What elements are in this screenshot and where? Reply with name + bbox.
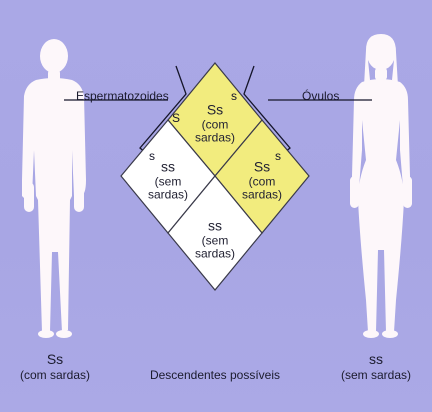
cell-top-line1: (com <box>195 118 235 131</box>
cell-top-text: Ss (com sardas) <box>195 103 235 146</box>
egg-allele-1: s <box>231 89 237 103</box>
father-phenotype: (com sardas) <box>0 369 110 382</box>
sperm-allele-1: S <box>172 111 180 125</box>
father-genotype: Ss <box>0 352 110 367</box>
cell-left-line2: sardas) <box>148 189 188 202</box>
sperm-label: Espermatozoides <box>76 90 169 103</box>
male-silhouette <box>22 39 86 338</box>
cell-top-line2: sardas) <box>195 132 235 145</box>
cell-right-line2: sardas) <box>242 189 282 202</box>
cell-top-genotype: Ss <box>195 103 235 119</box>
mother-phenotype: (sem sardas) <box>320 369 432 382</box>
female-silhouette <box>350 34 412 338</box>
offspring-label: Descendentes possíveis <box>130 369 300 382</box>
cell-right-genotype: Ss <box>242 160 282 176</box>
mother-genotype: ss <box>320 352 432 367</box>
cell-left-line1: (sem <box>148 175 188 188</box>
cell-bottom-line1: (sem <box>195 234 235 247</box>
cell-right-line1: (com <box>242 175 282 188</box>
eggs-label: Óvulos <box>302 90 339 103</box>
cell-right-text: Ss (com sardas) <box>242 160 282 203</box>
cell-left-genotype: ss <box>148 160 188 176</box>
cell-bottom-line2: sardas) <box>195 248 235 261</box>
cell-bottom-text: ss (sem sardas) <box>195 219 235 262</box>
cell-bottom-genotype: ss <box>195 219 235 235</box>
cell-left-text: ss (sem sardas) <box>148 160 188 203</box>
